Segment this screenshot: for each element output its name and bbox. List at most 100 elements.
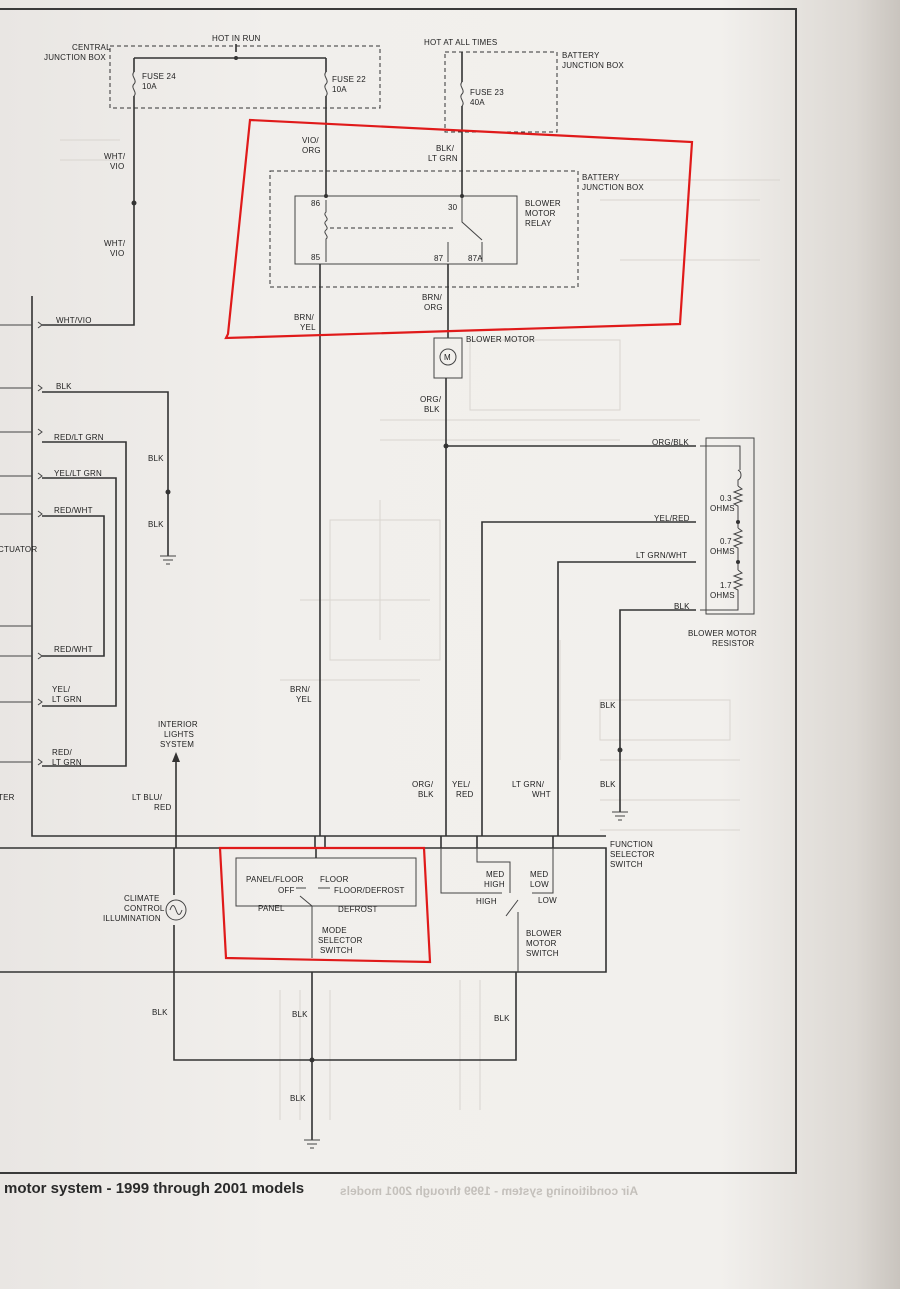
wire-label: BLK — [148, 520, 164, 529]
relay-coil — [324, 200, 328, 262]
relay-pin: 86 — [311, 199, 321, 208]
mode-option: DEFROST — [338, 905, 378, 914]
hot-at-all-times-label: HOT AT ALL TIMES — [424, 38, 497, 47]
switch-position: LOW — [538, 896, 557, 905]
wire-label: LT GRN — [52, 695, 82, 704]
wire-label: LT BLU/ — [132, 793, 163, 802]
mode-option: PANEL/FLOOR — [246, 875, 304, 884]
wire-label: BLK — [424, 405, 440, 414]
cut-off-label: CTUATOR — [0, 545, 37, 554]
wire-label: BLK — [600, 701, 616, 710]
blower-switch-label: BLOWER — [526, 929, 562, 938]
fuse-24-symbol — [132, 71, 136, 97]
motor-symbol: M — [444, 353, 451, 362]
wire-label: YEL/LT GRN — [54, 469, 102, 478]
wire-label: WHT — [532, 790, 551, 799]
relay-label: MOTOR — [525, 209, 556, 218]
resistor-1-7 — [700, 569, 744, 611]
relay-pin: 87A — [468, 254, 483, 263]
wire-label: VIO — [110, 162, 124, 171]
wire-label: BLK — [290, 1094, 306, 1103]
climate-control-label: CONTROL — [124, 904, 165, 913]
hot-in-run-label: HOT IN RUN — [212, 34, 261, 43]
resistor-value: 1.7 — [720, 581, 732, 590]
fuse-23-symbol — [460, 81, 464, 107]
resistor-0-7 — [732, 527, 744, 570]
climate-control-label: CLIMATE — [124, 894, 159, 903]
wire-label: WHT/ — [104, 152, 126, 161]
switch-position: LOW — [530, 880, 549, 889]
function-switch-label: SELECTOR — [610, 850, 655, 859]
wire-label: BLK/ — [436, 144, 455, 153]
mode-selector-switch — [235, 857, 417, 907]
fuse-23-label: FUSE 23 — [470, 88, 504, 97]
wire-label: YEL/ — [52, 685, 71, 694]
central-junction-box — [109, 45, 381, 109]
wire-label: YEL — [296, 695, 312, 704]
fuse-22-label: FUSE 22 — [332, 75, 366, 84]
wire-label: WHT/ — [104, 239, 126, 248]
relay-label: RELAY — [525, 219, 552, 228]
bleed-through-lines — [60, 139, 780, 1120]
battery-jb-mid-label: BATTERY — [582, 173, 620, 182]
blower-motor-relay — [294, 195, 518, 265]
red-ltgrn-wire — [42, 441, 127, 767]
wire-label: BLK — [152, 1008, 168, 1017]
function-selector-switch — [0, 847, 607, 973]
wire-label: BRN/ — [294, 313, 314, 322]
wire-label: YEL/ — [452, 780, 471, 789]
illumination-bulb-icon — [165, 899, 187, 921]
wire-label: LT GRN/WHT — [636, 551, 687, 560]
wht-vio-wire — [42, 96, 135, 326]
hot-in-run-node — [234, 56, 238, 60]
wire-label: LT GRN — [52, 758, 82, 767]
battery-junction-box-mid — [269, 170, 579, 288]
wire-label: WHT/VIO — [56, 316, 92, 325]
wire-label: LT GRN/ — [512, 780, 545, 789]
wire-label: RED/WHT — [54, 645, 93, 654]
wire-label: ORG/BLK — [652, 438, 689, 447]
wire-label: ORG/ — [412, 780, 434, 789]
fuse-23-amp: 40A — [470, 98, 485, 107]
relay-pin: 85 — [311, 253, 321, 262]
wire-label: RED/WHT — [54, 506, 93, 515]
blk-res-wire — [619, 609, 696, 812]
switch-position: MED — [486, 870, 504, 879]
wire-label: VIO/ — [302, 136, 319, 145]
mode-switch-label: SELECTOR — [318, 936, 363, 945]
resistor-label: RESISTOR — [712, 639, 754, 648]
fuse-24-amp: 10A — [142, 82, 157, 91]
ground-icon — [612, 811, 628, 821]
battery-jb-label-2: JUNCTION BOX — [562, 61, 624, 70]
fuse-22-amp: 10A — [332, 85, 347, 94]
relay-pin: 30 — [448, 203, 458, 212]
mode-option: FLOOR — [320, 875, 349, 884]
wire-label: BLK — [600, 780, 616, 789]
battery-jb-mid-label-2: JUNCTION BOX — [582, 183, 644, 192]
resistor-unit: OHMS — [710, 547, 735, 556]
wire-label: BLK — [494, 1014, 510, 1023]
left-connectors — [0, 296, 606, 837]
wire-label: RED/ — [52, 748, 72, 757]
switch-position: HIGH — [476, 897, 497, 906]
wire-label: BLK — [418, 790, 434, 799]
blower-motor — [433, 337, 463, 379]
fuse-24-label: FUSE 24 — [142, 72, 176, 81]
blk-left-wire — [42, 391, 169, 556]
yel-ltgrn-wire — [42, 477, 117, 707]
resistor-unit: OHMS — [710, 591, 735, 600]
central-jb-label-2: JUNCTION BOX — [44, 53, 106, 62]
wire-label: BLK — [674, 602, 690, 611]
climate-control-label: ILLUMINATION — [103, 914, 161, 923]
highlight-relay-area — [224, 118, 694, 340]
function-switch-label: FUNCTION — [610, 840, 653, 849]
wire-label: ORG/ — [420, 395, 442, 404]
ground-bus — [173, 972, 517, 1140]
battery-jb-label: BATTERY — [562, 51, 600, 60]
blower-motor-switch-contacts — [440, 848, 554, 972]
resistor-unit: OHMS — [710, 504, 735, 513]
highlight-mode-switch — [218, 846, 432, 964]
wire-label: YEL/RED — [654, 514, 690, 523]
resistor-label: BLOWER MOTOR — [688, 629, 757, 638]
